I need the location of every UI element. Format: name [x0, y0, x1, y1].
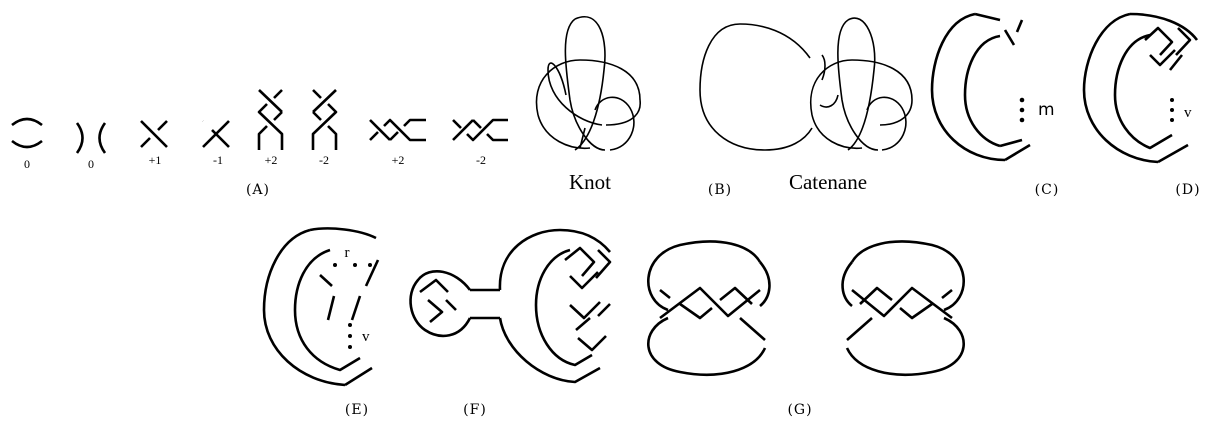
ellipsis-dot — [1019, 97, 1025, 103]
crossing-label: -1 — [213, 153, 223, 167]
twist-count-label: v — [1184, 105, 1192, 121]
crossing-label: -2 — [476, 153, 486, 167]
twisted-loop-right — [841, 240, 965, 376]
panel-caption: (F) — [463, 402, 487, 418]
knot-label: Knot — [569, 170, 611, 194]
panel-caption: (D) — [1175, 182, 1200, 198]
crossing-plus-two-vertical — [257, 89, 284, 150]
panel-a: 0 0 +1 -1 +2 -2 +2 -2 (A) — [11, 89, 508, 198]
panel-d: v (D) — [1082, 12, 1200, 198]
panel-g: (G) — [647, 240, 965, 418]
ellipsis-dot — [1170, 118, 1174, 122]
ellipsis-dot — [1170, 98, 1174, 102]
crossing-label: -2 — [319, 153, 329, 167]
twist-count-label: m — [1038, 100, 1055, 120]
crossing-label: +1 — [149, 153, 162, 167]
ellipsis-dot — [353, 263, 357, 267]
crossing-minus-two-horizontal — [452, 118, 508, 142]
panel-caption: (G) — [787, 402, 812, 418]
catenane-label: Catenane — [789, 170, 867, 194]
crossing-zero-horizontal — [11, 117, 43, 149]
panel-caption: (B) — [708, 182, 732, 198]
twist-count-label: v — [362, 329, 370, 345]
crossing-label: +2 — [392, 153, 405, 167]
panel-e: r v (E) — [262, 227, 380, 418]
ellipsis-dot — [1019, 107, 1025, 113]
crossing-label: 0 — [88, 157, 94, 171]
crossing-zero-vertical — [75, 122, 107, 154]
panel-c: m (C) — [930, 12, 1060, 198]
ellipsis-dot — [348, 345, 352, 349]
panel-f: (F) — [409, 228, 612, 418]
panel-caption: (A) — [246, 182, 270, 198]
trefoil-knot-drawing — [535, 16, 641, 151]
ellipsis-dot — [348, 334, 352, 338]
twist-count-label: r — [345, 245, 350, 261]
crossing-minus-two-vertical — [311, 89, 338, 150]
ellipsis-dot — [368, 263, 372, 267]
crossing-plus-one — [140, 120, 168, 148]
ellipsis-dot — [1019, 117, 1025, 123]
panel-caption: (C) — [1035, 182, 1060, 198]
crossing-plus-two-horizontal — [369, 118, 426, 142]
panel-caption: (E) — [345, 402, 369, 418]
ellipsis-dot — [333, 263, 337, 267]
ellipsis-dot — [1170, 108, 1174, 112]
crossing-label: +2 — [265, 153, 278, 167]
ellipsis-dot — [348, 323, 352, 327]
crossing-minus-one — [200, 118, 230, 148]
crossing-label: 0 — [24, 157, 30, 171]
twisted-loop-left — [647, 240, 771, 376]
catenane-drawing — [699, 17, 913, 151]
panel-b: Knot Catenane (B) — [535, 16, 913, 198]
